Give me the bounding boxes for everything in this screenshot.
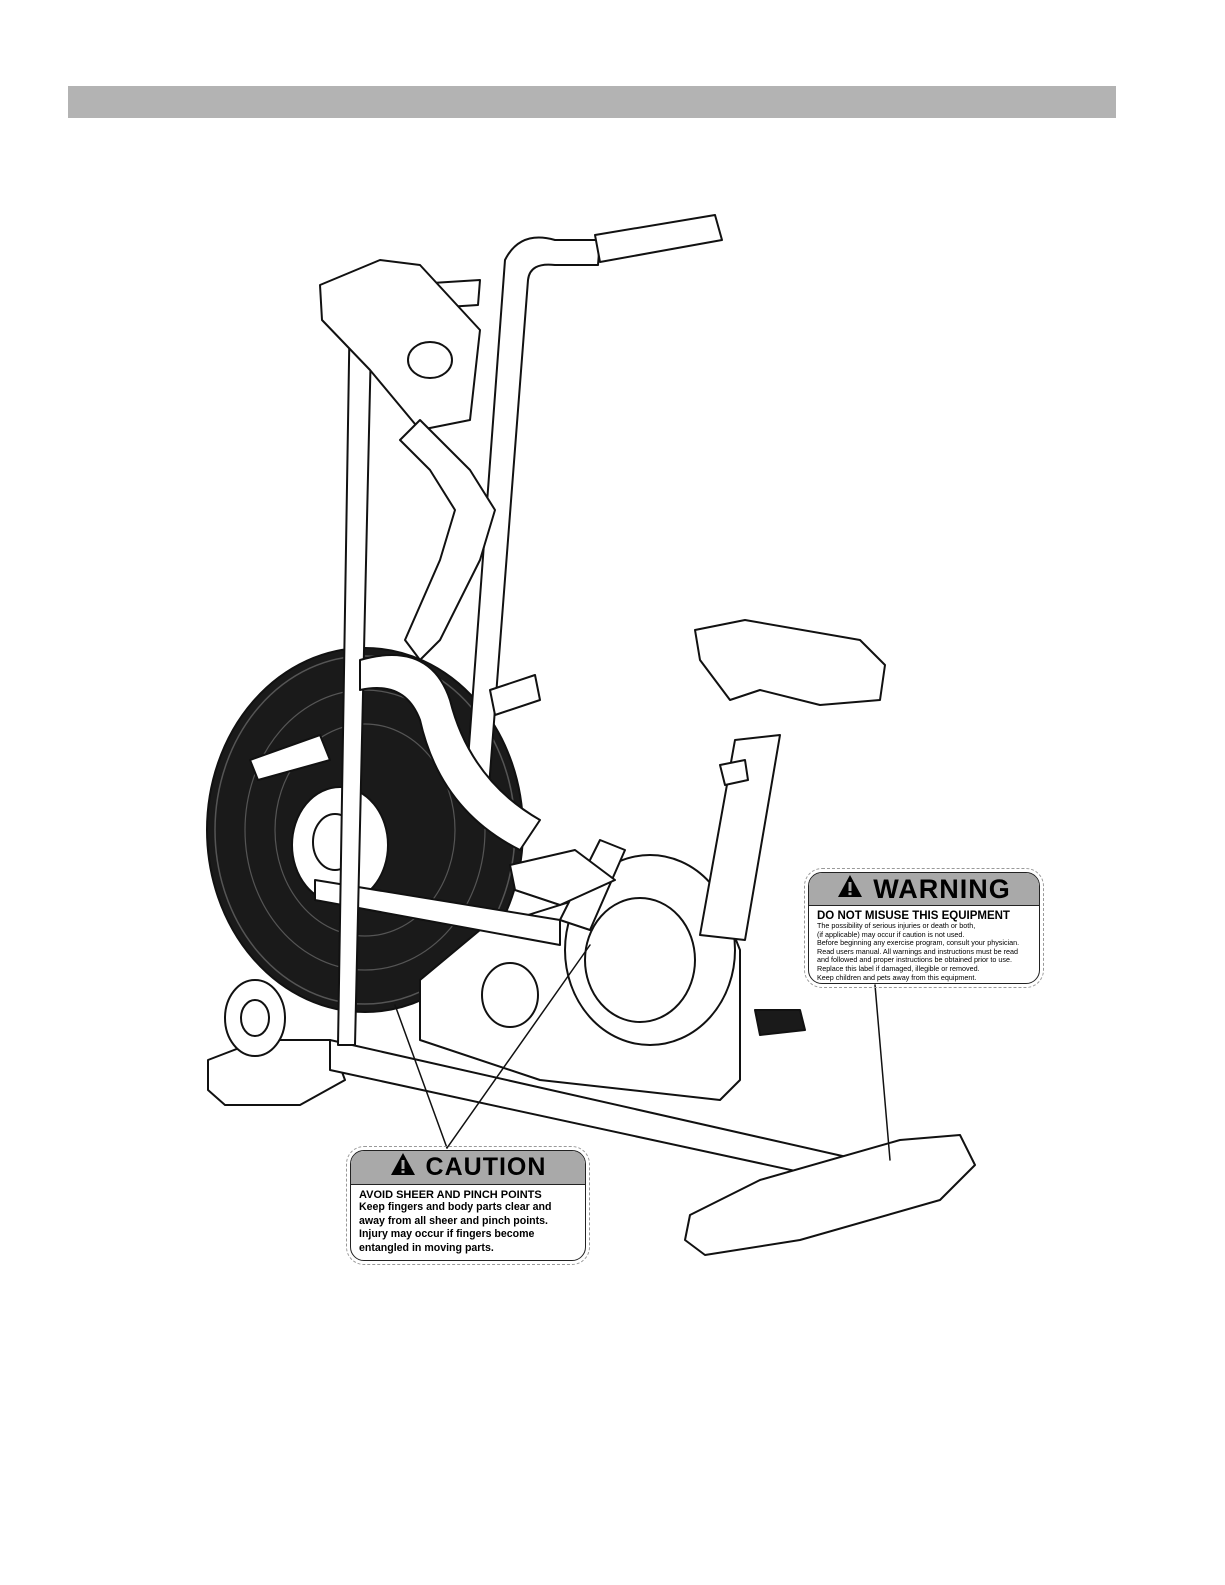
caution-label-title: CAUTION — [425, 1153, 547, 1181]
caution-label: CAUTION AVOID SHEER AND PINCH POINTS Kee… — [346, 1146, 590, 1265]
warning-label-header: WARNING — [809, 873, 1039, 906]
warning-label: WARNING DO NOT MISUSE THIS EQUIPMENT The… — [804, 868, 1044, 988]
alert-triangle-icon — [837, 874, 863, 905]
header-bar — [68, 86, 1116, 118]
caution-label-subtitle: AVOID SHEER AND PINCH POINTS — [359, 1189, 542, 1201]
warning-label-line: Keep children and pets away from this eq… — [817, 972, 977, 982]
warning-label-line: The possibility of serious injuries or d… — [817, 921, 976, 930]
warning-label-subtitle: DO NOT MISUSE THIS EQUIPMENT — [817, 910, 1010, 922]
caution-label-line: Injury may occur if fingers become — [359, 1228, 535, 1240]
caution-label-line: away from all sheer and pinch points. — [359, 1214, 548, 1227]
warning-label-line: Before beginning any exercise program, c… — [817, 938, 1020, 948]
warning-label-title: WARNING — [873, 873, 1011, 904]
warning-label-line: Read users manual. All warnings and inst… — [817, 946, 1018, 956]
caution-label-header: CAUTION — [351, 1151, 585, 1185]
caution-label-line: entangled in moving parts. — [359, 1241, 494, 1254]
warning-label-line: (if applicable) may occur if caution is … — [817, 929, 965, 939]
caution-label-line: Keep fingers and body parts clear and — [359, 1201, 552, 1213]
warning-label-line: and followed and proper instructions be … — [817, 955, 1012, 965]
alert-triangle-icon — [390, 1152, 416, 1183]
warning-label-line: Replace this label if damaged, illegible… — [817, 963, 980, 973]
